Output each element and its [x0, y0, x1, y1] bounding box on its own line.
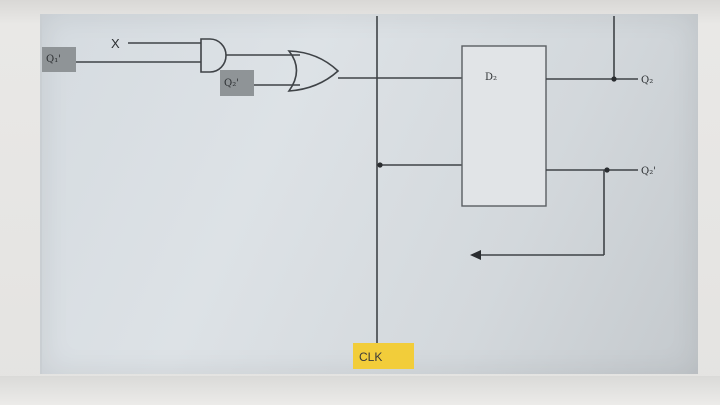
and-gate	[200, 38, 227, 73]
clk-input-tag	[353, 343, 414, 369]
q1-bar-input-tag	[42, 47, 76, 72]
x-input-label: X	[111, 36, 120, 51]
q2-bar-input-tag	[220, 70, 254, 96]
q2-bar-junction-dot	[604, 167, 610, 173]
screen-frame-bottom	[0, 376, 720, 405]
clk-input-label: CLK	[359, 350, 382, 364]
diagram-board	[40, 14, 698, 374]
q2-bar-output-label: Q₂'	[641, 166, 656, 177]
d-flipflop-box	[461, 45, 547, 207]
q1-bar-input-label: Q₁'	[46, 54, 61, 65]
feedback-arrow-icon	[470, 250, 481, 260]
d-flipflop-label: D₂	[485, 72, 497, 83]
q2-output-label: Q₂	[641, 75, 653, 86]
clk-junction-dot	[377, 162, 383, 168]
q2-bar-input-label: Q₂'	[224, 78, 239, 89]
q2-junction-dot	[611, 76, 617, 82]
or-gate	[287, 50, 340, 92]
